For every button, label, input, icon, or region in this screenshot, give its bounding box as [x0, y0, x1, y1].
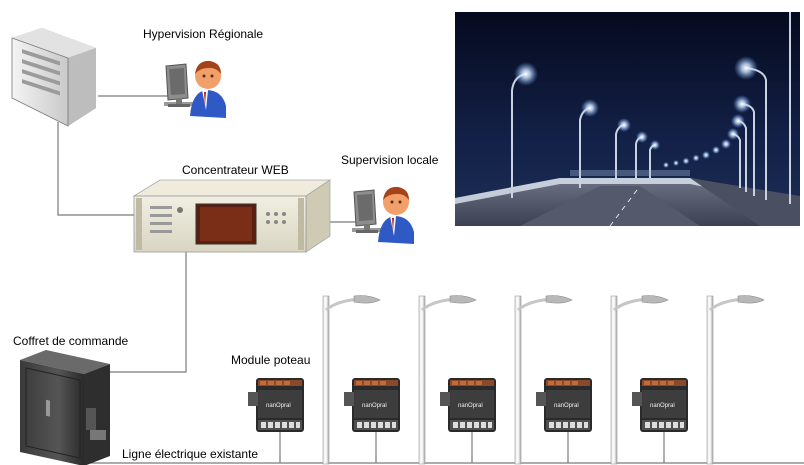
module-brand-text: nanOpral: [554, 403, 579, 409]
label-hypervision-regionale: Hypervision Régionale: [143, 27, 264, 41]
pole-module-5: nanOpral: [632, 378, 688, 432]
pole-module-2: nanOpral: [344, 378, 400, 432]
pole-module-4: nanOpral: [536, 378, 592, 432]
control-cabinet: [20, 350, 110, 465]
supervision-operator-icon: [351, 186, 415, 245]
module-brand-text: nanOpral: [266, 403, 291, 409]
lamp-pole-5: [705, 294, 766, 465]
label-concentrateur-web: Concentrateur WEB: [182, 163, 289, 177]
label-supervision-locale: Supervision locale: [341, 153, 439, 167]
module-brand-text: nanOpral: [458, 403, 483, 409]
hypervision-operator-icon: [163, 60, 227, 119]
pole-module-3: nanOpral: [440, 378, 496, 432]
street-lighting-photo: [455, 12, 800, 227]
label-module-poteau: Module poteau: [231, 353, 311, 367]
pole-module-1: nanOpral: [248, 378, 304, 432]
label-ligne-electrique: Ligne électrique existante: [122, 447, 259, 461]
server-tower: [11, 28, 96, 127]
module-brand-text: nanOpral: [650, 403, 675, 409]
module-row: nanOpral nanOpral nanOpral nanOpral nanOpral: [248, 378, 688, 463]
label-coffret-de-commande: Coffret de commande: [13, 334, 129, 348]
web-concentrator-rack: [132, 179, 332, 253]
module-brand-text: nanOpral: [362, 403, 387, 409]
